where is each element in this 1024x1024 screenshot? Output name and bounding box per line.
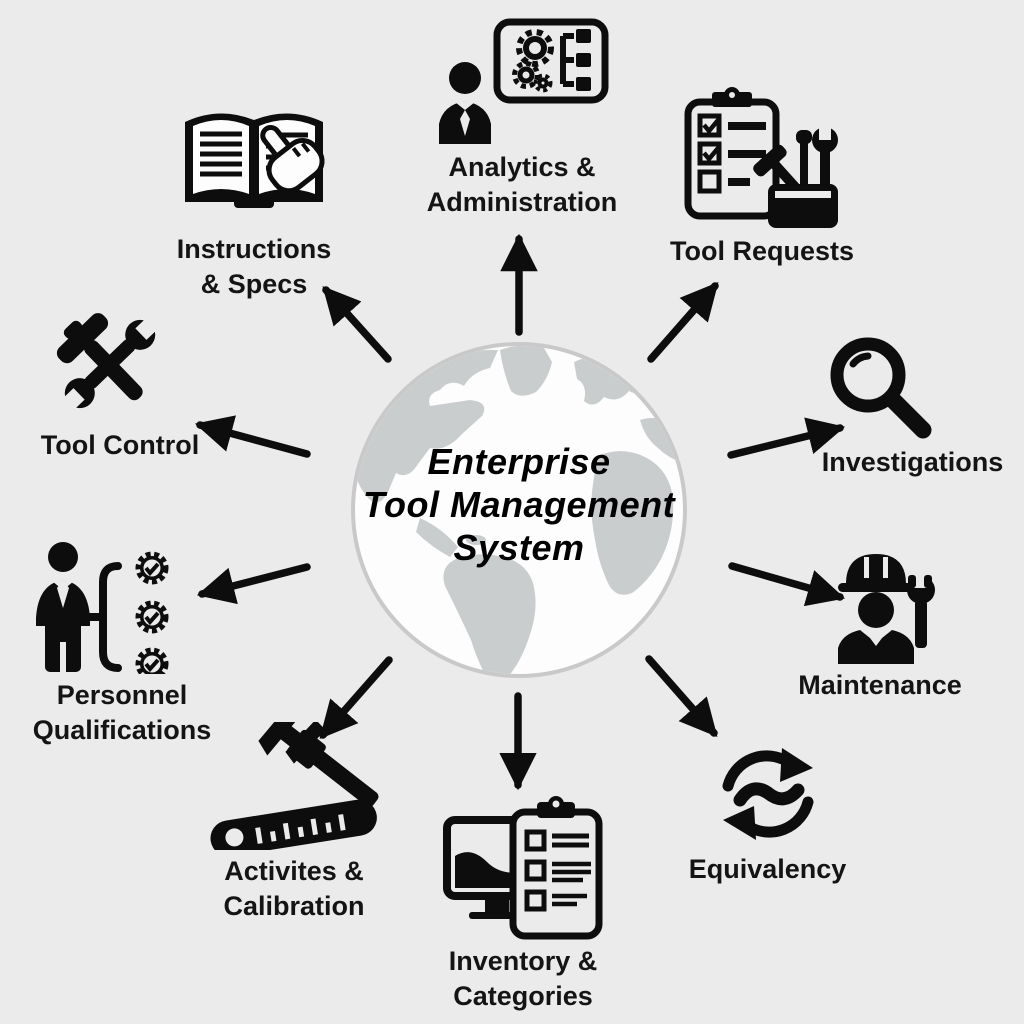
check-badge-icon bbox=[135, 647, 169, 674]
center-title-line3: System bbox=[453, 526, 585, 568]
analytics-admin-icon bbox=[438, 18, 608, 144]
node-activities-calibration: Activites & Calibration bbox=[188, 722, 400, 924]
arrow-to-instructions bbox=[322, 286, 392, 363]
globe-icon bbox=[351, 342, 687, 678]
arrow-to-tool-requests bbox=[647, 282, 719, 363]
sync-equivalence-icon bbox=[722, 748, 813, 840]
worker-wrench-icon bbox=[838, 554, 935, 664]
node-label: Analytics & Administration bbox=[426, 152, 618, 218]
magnifier-icon bbox=[830, 337, 932, 439]
arrow-to-tool-control bbox=[194, 415, 311, 458]
node-tool-control: Tool Control bbox=[25, 306, 215, 463]
node-label: Inventory & Categories bbox=[448, 946, 598, 1012]
arrow-to-activities bbox=[319, 656, 393, 739]
check-badge-icon bbox=[135, 600, 169, 634]
node-label: Instructions & Specs bbox=[176, 234, 332, 300]
person-badges-icon bbox=[36, 542, 169, 674]
pointing-hand-icon bbox=[260, 124, 325, 194]
clipboard-toolbox-icon bbox=[684, 87, 838, 228]
node-inventory-categories: Inventory & Categories bbox=[408, 794, 638, 1014]
node-label: Tool Control bbox=[40, 430, 200, 460]
node-label: Tool Requests bbox=[669, 236, 855, 266]
node-label: Investigations bbox=[821, 447, 1004, 477]
book-hand-icon bbox=[185, 113, 325, 208]
hammer-wrench-icon bbox=[56, 313, 159, 412]
node-maintenance: Maintenance bbox=[775, 542, 985, 703]
caliper-ruler-icon bbox=[209, 722, 379, 850]
check-badge-icon bbox=[135, 551, 169, 585]
arrow-to-equivalency bbox=[645, 655, 718, 737]
node-tool-requests: Tool Requests bbox=[652, 86, 872, 269]
node-label: Equivalency bbox=[688, 854, 847, 884]
node-personnel-qualifications: Personnel Qualifications bbox=[22, 540, 222, 748]
center-title-line2: Tool Management bbox=[362, 483, 676, 525]
center-title-line1: Enterprise bbox=[427, 441, 611, 482]
node-investigations: Investigations bbox=[800, 333, 1024, 480]
monitor-checklist-icon bbox=[443, 796, 603, 940]
node-analytics-administration: Analytics & Administration bbox=[397, 18, 647, 220]
node-label: Activites & Calibration bbox=[223, 856, 365, 922]
arrow-to-investigations bbox=[727, 417, 846, 459]
node-equivalency: Equivalency bbox=[665, 740, 870, 887]
arrow-to-maintenance bbox=[728, 562, 846, 607]
node-instructions-specs: Instructions & Specs bbox=[150, 104, 358, 302]
arrow-to-personnel bbox=[196, 563, 311, 605]
center-title: Enterprise Tool Management System bbox=[339, 441, 699, 569]
node-label: Personnel Qualifications bbox=[32, 680, 212, 746]
node-label: Maintenance bbox=[798, 670, 962, 700]
